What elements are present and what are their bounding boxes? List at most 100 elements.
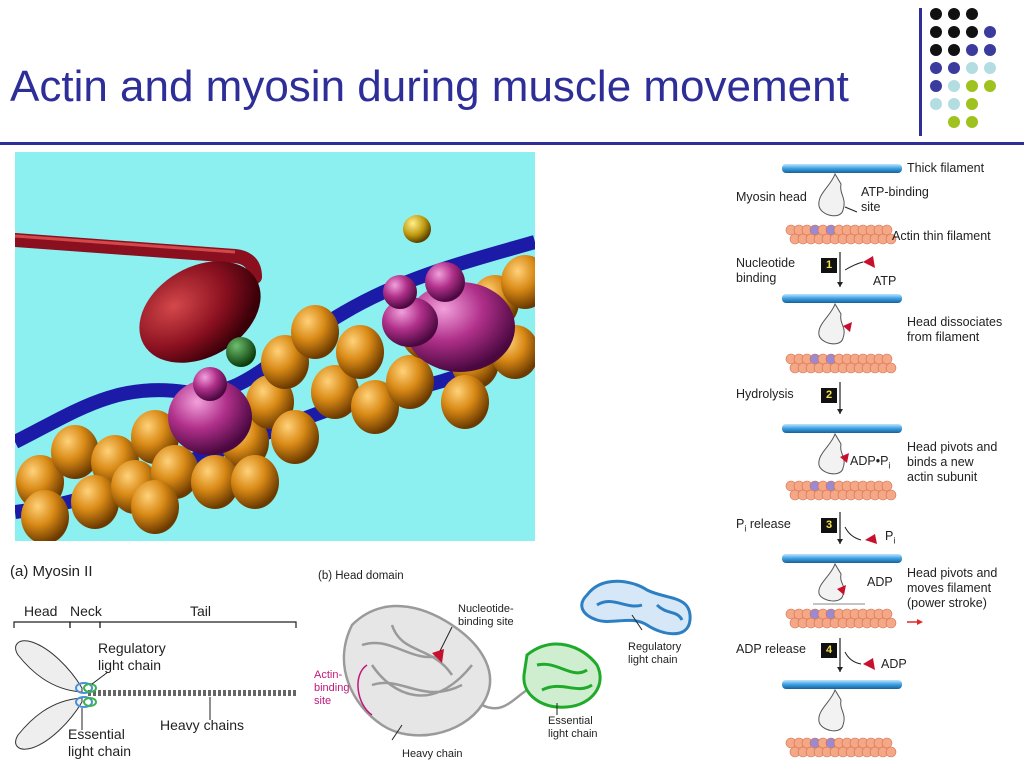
actin-bead (191, 455, 239, 509)
atp-label: ATP (873, 274, 897, 288)
pi-subscript: i (893, 535, 896, 546)
myosin-head (818, 302, 845, 345)
decor-dot (966, 44, 978, 56)
cycle-diagram (782, 164, 923, 758)
pi-text: P (885, 529, 894, 543)
adp-pi-subscript: i (888, 460, 891, 471)
head-domain-panel: (b) Head domain Nucleotide- binding site… (312, 565, 702, 765)
actin-bead (21, 490, 69, 544)
essential-light-chain-b-label: Essential light chain (548, 715, 598, 740)
crossbridge-cycle-panel: Thick filament Myosin head ATP-binding s… (725, 152, 1024, 766)
thick-filament (782, 680, 902, 689)
heavy-chains-label: Heavy chains (160, 717, 245, 733)
decor-dot (966, 98, 978, 110)
actin-bead (386, 355, 434, 409)
decor-dot (966, 80, 978, 92)
step-arrow-head (837, 539, 843, 544)
thick-filament (782, 424, 902, 433)
decor-dot (948, 62, 960, 74)
pi-release-label: Pi release (736, 517, 791, 537)
actomyosin-render-svg (8, 152, 549, 544)
decor-dot (948, 26, 960, 38)
head-domain-diagram (342, 579, 692, 741)
panel-b-label: (b) Head domain (318, 570, 404, 582)
nucleotide-marker (843, 322, 852, 332)
actin-bead (271, 410, 319, 464)
actin-bead (441, 375, 489, 429)
actin-subunit (881, 353, 893, 365)
step-3-badge: 3 (821, 518, 837, 533)
page-title: Actin and myosin during muscle movement (10, 62, 849, 111)
decor-dot (966, 26, 978, 38)
actin-subunit (881, 608, 893, 620)
atp-binding-site-label: ATP-binding site (861, 185, 929, 214)
decor-dot (948, 8, 960, 20)
step-arrow-head (837, 282, 843, 287)
step-arrow-head (837, 667, 843, 672)
myosin-head (818, 432, 845, 475)
head-label: Head (24, 603, 58, 619)
actin-subunit (885, 746, 897, 758)
adp-release-label: ADP release (736, 642, 806, 656)
heavy-chain-label: Heavy chain (402, 748, 463, 760)
step-arrow-head (837, 409, 843, 414)
pi-curve (844, 526, 862, 541)
actin-bead (351, 380, 399, 434)
decor-dot (966, 116, 978, 128)
decor-dot (930, 98, 942, 110)
decor-dot (930, 26, 942, 38)
decor-dot (984, 26, 996, 38)
atp-site-leader (844, 206, 858, 213)
actin-subunit (881, 737, 893, 749)
actin-bead (311, 365, 359, 419)
adp-curve (844, 651, 862, 665)
title-horizontal-rule (0, 142, 1024, 145)
actin-subunit (881, 224, 893, 236)
atp-curve (844, 261, 864, 271)
thick-filament (782, 554, 902, 563)
decor-dot (948, 116, 960, 128)
actin-bead (231, 455, 279, 509)
actin-subunit (885, 362, 897, 374)
decor-dot (930, 44, 942, 56)
myosin-head-label: Myosin head (736, 190, 807, 204)
myosin-head (818, 562, 845, 602)
decor-dot (930, 62, 942, 74)
actin-bead (336, 325, 384, 379)
decor-dot (984, 44, 996, 56)
actin-binding-site-label: Actin- binding site (314, 669, 350, 707)
decor-dot (948, 98, 960, 110)
hydrolysis-label: Hydrolysis (736, 387, 794, 401)
tail-label: Tail (190, 603, 212, 619)
atp-marker (863, 256, 875, 268)
thick-filament (782, 164, 902, 173)
adp-released-label: ADP (881, 657, 907, 671)
myosin-head (818, 172, 845, 217)
adp-label: ADP (867, 575, 893, 589)
adp-marker (863, 658, 875, 670)
regulatory-light-chain-label: Regulatory light chain (98, 640, 166, 673)
pi-label: Pi (885, 529, 895, 549)
head-pivots-binds-label: Head pivots and binds a new actin subuni… (907, 440, 998, 484)
actin-subunit (881, 480, 893, 492)
decor-dot (966, 8, 978, 20)
neck-label: Neck (70, 603, 102, 619)
decor-dot (984, 62, 996, 74)
essential-light-chain-label: Essential light chain (68, 726, 132, 759)
actin-subunit (885, 617, 897, 629)
head-pivots-moves-label: Head pivots and moves filament (power st… (907, 566, 998, 610)
pi-release-sub: i (744, 523, 747, 534)
nucleotide-marker (837, 585, 846, 595)
myosin-head (818, 688, 845, 732)
filament-move-arrow-head (917, 619, 923, 625)
myosin-ii-diagram (13, 621, 297, 750)
decor-dot (984, 80, 996, 92)
nucleotide-binding-label: Nucleotide binding (736, 256, 796, 285)
actin-bead (51, 425, 99, 479)
adp-pi-label: ADP•Pi (850, 454, 890, 474)
thick-filament (782, 294, 902, 303)
adp-pi-text: ADP•P (850, 454, 889, 468)
actin-bead (131, 480, 179, 534)
actin-subunit (885, 233, 897, 245)
step-2-badge: 2 (821, 388, 837, 403)
